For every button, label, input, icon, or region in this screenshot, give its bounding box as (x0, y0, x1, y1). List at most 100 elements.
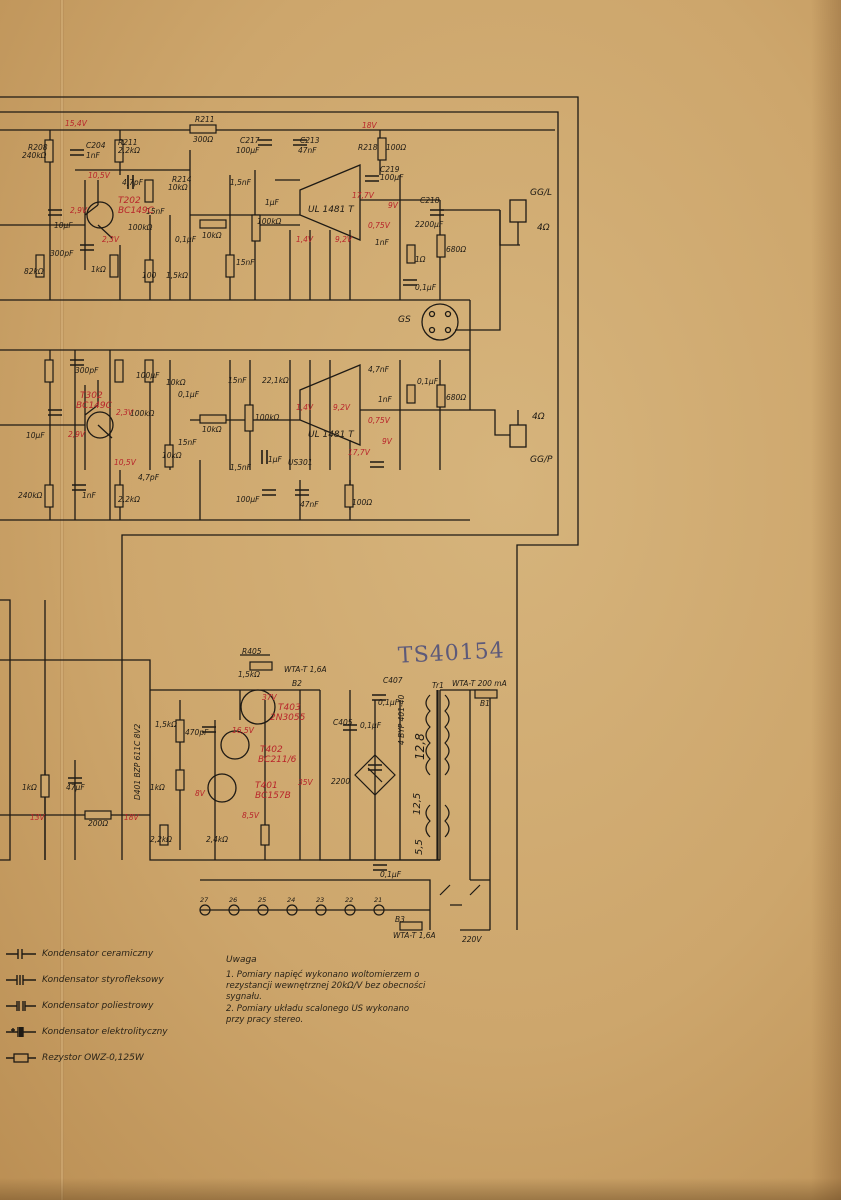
voltage-lower-17-7: 17,7V (348, 448, 371, 457)
value-c208: 15nF (146, 207, 165, 216)
wiring (0, 96, 579, 931)
voltage-9: 9V (388, 201, 399, 210)
label-c213: C213 (300, 136, 320, 145)
label-c217: C217 (240, 136, 260, 145)
value-c310: 1,5nF (230, 463, 252, 472)
value-c309: 0,1μF (178, 390, 200, 399)
legend-polyester: Kondensator poliestrowy (6, 1000, 153, 1012)
value-c218: 2200μF (415, 220, 444, 229)
legend-ceramic-label: Kondensator ceramiczny (42, 949, 154, 959)
transistor-t401 (207, 773, 237, 803)
voltage-37: 37V (262, 693, 278, 702)
label-r211: R211 (118, 138, 138, 147)
voltage-8-5: 8,5V (242, 811, 260, 820)
voltage-annotations: 15,4V 18V 10,5V 2,9V 2,3V 17,7V 9V 1,4V … (30, 119, 399, 822)
ceramic-capacitor-icon (6, 949, 36, 959)
value-c312: 47nF (300, 500, 319, 509)
value-r306: 240kΩ (18, 491, 43, 500)
paper-fold (60, 0, 64, 1200)
mains-voltage: 220V (462, 935, 482, 944)
ic-ref-us301: US301 (288, 458, 313, 467)
value-r211: 2,2kΩ (118, 146, 140, 155)
legend-resistor: Rezystor OWZ-0,125W (6, 1052, 144, 1064)
transistor-t403-type: 2N3055 (270, 713, 306, 723)
voltage-lower-2-3: 2,3V (116, 408, 134, 417)
legend-polyester-label: Kondensator poliestrowy (42, 1001, 154, 1011)
transistor-t402 (220, 730, 250, 760)
resistor-symbols (35, 124, 498, 931)
transistor-t202-ref: T202 (118, 196, 141, 206)
value-c304: 1nF (82, 491, 97, 500)
transistor-t302 (86, 411, 114, 439)
transistor-t202-type: BC149C (118, 206, 155, 216)
label-c405: C405 (333, 718, 353, 727)
value-c211: 1μF (265, 198, 280, 207)
value-r311: 2,2kΩ (118, 495, 140, 504)
value-c203: 300pF (50, 249, 74, 258)
note-2: 2. Pomiary układu scalonego US wykonano … (226, 1004, 410, 1025)
value-r209: 82kΩ (24, 267, 44, 276)
speaker-gg-l (509, 199, 527, 223)
voltage-lower-2-9: 2,9V (68, 430, 86, 439)
value-r215: 1,5kΩ (166, 271, 188, 280)
note-1: 1. Pomiary napięć wykonano woltomierzem … (226, 970, 426, 1002)
label-r405: R405 (242, 647, 262, 656)
value-r405: 1,5kΩ (238, 670, 260, 679)
legend-electrolytic: Kondensator elektrolityczny (6, 1026, 168, 1038)
voltage-13: 13V (30, 813, 46, 822)
lamp-22: 22 (345, 896, 353, 904)
label-c218: C218 (420, 196, 440, 205)
value-p3: 100kΩ (128, 223, 153, 232)
styroflex-capacitor-icon (6, 975, 36, 985)
lamp-23: 23 (316, 896, 324, 904)
label-c219: C219 (380, 165, 400, 174)
voltage-2-3: 2,3V (102, 235, 120, 244)
notes-title: Uwaga (226, 955, 257, 965)
value-c313: 15nF (228, 376, 247, 385)
electrolytic-capacitor-icon (6, 1027, 36, 1037)
value-c217: 100μF (236, 146, 260, 155)
polyester-capacitor-icon (6, 1001, 36, 1011)
transistor-t302-type: BC149C (76, 401, 113, 411)
voltage-ps-18: 18V (124, 813, 140, 822)
value-c406: 2200 (331, 777, 350, 786)
voltage-15-4: 15,4V (65, 119, 88, 128)
value-c204: 1nF (86, 151, 101, 160)
value-c205: 10μF (54, 221, 73, 230)
notes-block: Uwaga 1. Pomiary napięć wykonano woltomi… (226, 955, 426, 1027)
transformer-tr1 (425, 690, 450, 860)
legend-ceramic: Kondensator ceramiczny (6, 948, 153, 960)
value-c311: 1μF (268, 455, 283, 464)
label-b2: WTA-T 1,6A (284, 665, 327, 674)
transistor-t202 (86, 201, 114, 229)
label-c407: C407 (383, 676, 403, 685)
voltage-17-7: 17,7V (352, 191, 375, 200)
value-c404: 470pF (185, 728, 209, 737)
winding-12-5: 12,5 (412, 793, 423, 815)
voltage-lower-9-2: 9,2V (333, 403, 351, 412)
value-r218: 100Ω (386, 143, 406, 152)
value-c408: 0,1μF (380, 870, 402, 879)
indicator-lamps (199, 884, 481, 916)
lamp-27: 27 (200, 896, 209, 904)
fuse-b2: B2 (292, 679, 302, 688)
voltage-0-75: 0,75V (368, 221, 391, 230)
value-r409: 300Ω (193, 135, 213, 144)
voltage-18: 18V (362, 121, 378, 130)
speaker-gg-l-impedance: 4Ω (537, 223, 550, 233)
value-c220: 0,1μF (415, 283, 437, 292)
connector-gs-label: GS (398, 315, 411, 325)
transistor-t403-ref: T403 (278, 703, 301, 713)
value-r216: 10kΩ (202, 231, 222, 240)
paper-edge-shadow (811, 0, 841, 1200)
bridge-rectifier (354, 754, 396, 796)
lamp-24: 24 (287, 896, 295, 904)
voltage-lower-1-4: 1,4V (296, 403, 314, 412)
value-c212: 15nF (236, 258, 255, 267)
resistor-icon (6, 1053, 36, 1063)
value-c210: 1,5nF (230, 178, 252, 187)
label-tr1: Tr1 (432, 681, 444, 690)
speaker-symbols (509, 199, 527, 448)
speaker-gg-p-label: GG/P (530, 455, 553, 465)
